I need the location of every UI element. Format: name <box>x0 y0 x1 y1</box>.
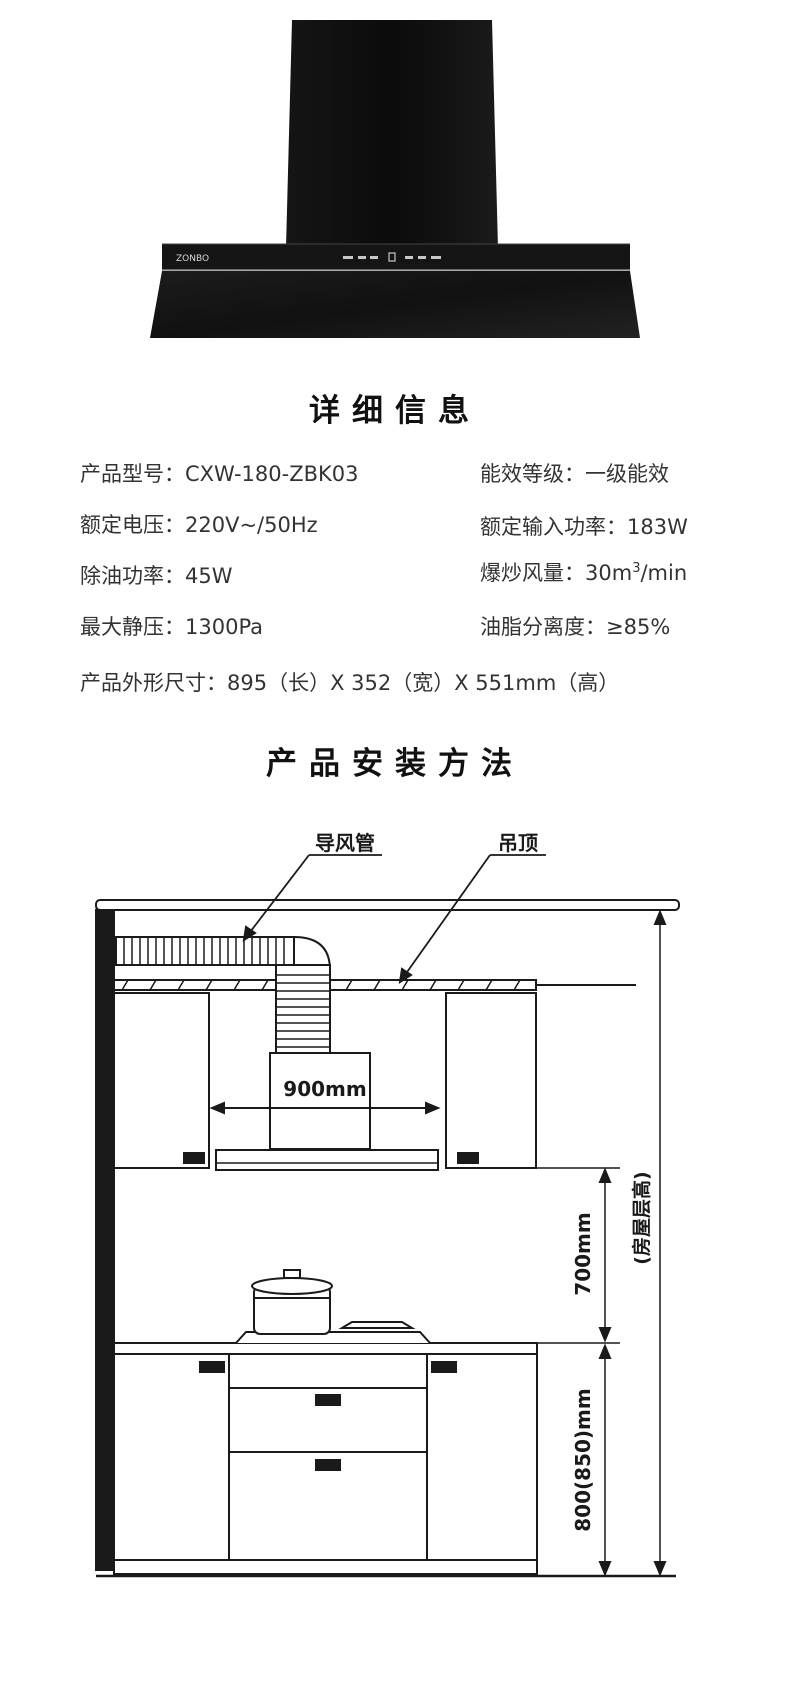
install-title: 产品安装方法 <box>266 746 524 782</box>
false-ceiling-hatch <box>121 979 521 991</box>
spec-airflow-prefix: 爆炒风量：30m <box>480 561 633 585</box>
brand-logo: ZONBO <box>176 254 209 264</box>
hood-chimney <box>286 20 498 248</box>
range-hood-illustration: ZONBO <box>150 20 640 338</box>
lower-cabinet-left <box>113 1353 230 1561</box>
spec-oil-removal-power: 除油功率：45W <box>80 564 233 588</box>
spec-airflow: 爆炒风量：30m3/min <box>480 557 687 587</box>
burner-grate <box>338 1321 416 1329</box>
installation-diagram: 导风管 吊顶 900mm 700mm 800(850)mm (房屋层高) <box>0 830 790 1687</box>
cabinet-handle <box>183 1152 205 1164</box>
upper-cabinet-left <box>113 992 210 1169</box>
spec-energy-grade: 能效等级：一级能效 <box>480 462 669 486</box>
height-700-label: 700mm <box>571 1212 595 1295</box>
hood-body <box>150 271 640 338</box>
spec-dimensions: 产品外形尺寸：895（长）X 352（宽）X 551mm（高） <box>80 671 620 695</box>
duct-vertical <box>275 964 331 1054</box>
product-image: ZONBO <box>0 0 790 360</box>
cabinet-handle <box>199 1361 225 1373</box>
diagram-hood-chimney <box>269 1052 371 1150</box>
spec-power-input: 额定输入功率：183W <box>480 515 688 539</box>
duct-horizontal <box>115 936 295 966</box>
floor-height-label: (房屋层高) <box>630 1171 653 1264</box>
drawer-handle <box>315 1394 341 1406</box>
installation-diagram-svg: 导风管 吊顶 900mm 700mm 800(850)mm (房屋层高) <box>95 831 680 1578</box>
duct-leader-line <box>243 854 310 941</box>
details-title: 详细信息 <box>309 393 481 429</box>
spec-airflow-sup: 3 <box>632 561 641 576</box>
spec-model: 产品型号：CXW-180-ZBK03 <box>80 462 359 486</box>
spec-max-static-pressure: 最大静压：1300Pa <box>80 615 264 639</box>
cabinet-plinth <box>113 1559 538 1575</box>
touch-control-icons <box>343 252 441 262</box>
duct-label: 导风管 <box>315 831 375 855</box>
lower-cabinet-right <box>426 1353 538 1561</box>
ceiling-slab <box>95 899 680 911</box>
spec-voltage: 额定电压：220V~/50Hz <box>80 513 318 537</box>
drawer-top <box>228 1353 428 1389</box>
upper-cabinet-right <box>445 992 537 1169</box>
width-label: 900mm <box>283 1077 366 1101</box>
diagram-hood-body <box>215 1149 439 1171</box>
cabinet-handle <box>431 1361 457 1373</box>
spec-oil-separation: 油脂分离度：≥85% <box>480 615 671 639</box>
spec-airflow-suffix: /min <box>640 561 688 585</box>
countertop <box>113 1342 538 1355</box>
ceiling-label: 吊顶 <box>498 831 538 855</box>
left-wall <box>95 909 115 1571</box>
height-800-label: 800(850)mm <box>571 1388 595 1531</box>
ceiling-leader-line <box>399 854 491 983</box>
drawer-handle <box>315 1459 341 1471</box>
cabinet-handle <box>457 1152 479 1164</box>
control-panel-strip <box>162 244 630 270</box>
